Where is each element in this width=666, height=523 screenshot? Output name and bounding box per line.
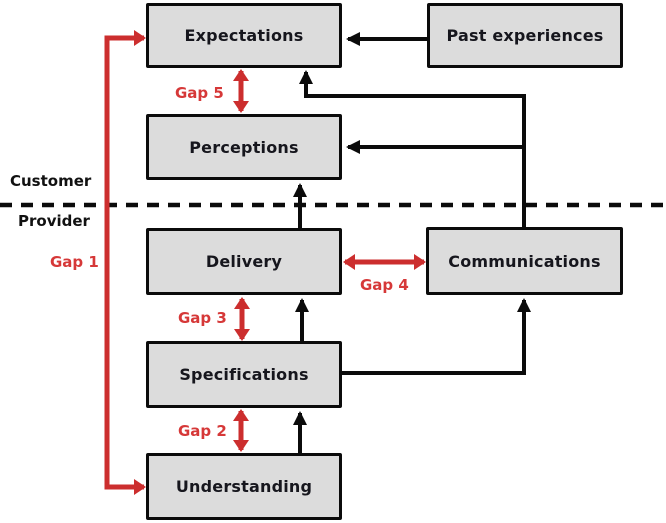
communications-box: Communications [426,227,623,295]
communications-label: Communications [448,251,601,271]
gap1-arrow [104,30,146,495]
past-experiences-label: Past experiences [446,26,604,45]
arrow-specifications-to-communications [342,298,531,375]
delivery-box: Delivery [146,228,342,295]
expectations-box: Expectations [146,3,342,68]
perceptions-box: Perceptions [146,114,342,180]
specifications-box: Specifications [146,341,342,408]
gap1-label: Gap 1 [50,253,99,271]
customer-region-label: Customer [10,172,92,190]
gap4-label: Gap 4 [360,276,409,294]
gap2-label: Gap 2 [178,422,227,440]
expectations-label: Expectations [184,26,304,45]
understanding-box: Understanding [146,453,342,520]
provider-region-label: Provider [18,212,90,230]
perceptions-label: Perceptions [189,137,299,157]
specifications-label: Specifications [179,365,309,384]
past-experiences-box: Past experiences [427,3,623,68]
gap5-label: Gap 5 [175,84,224,102]
delivery-label: Delivery [205,252,283,271]
gap3-label: Gap 3 [178,309,227,327]
understanding-label: Understanding [175,477,313,496]
